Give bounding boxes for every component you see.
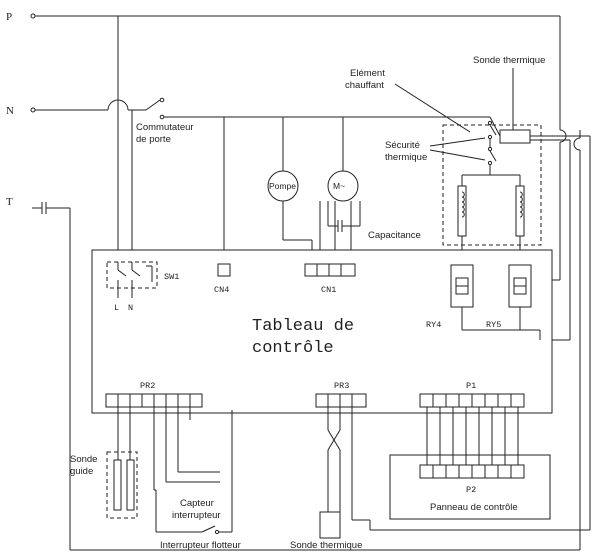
ry4-label: RY4 — [426, 320, 441, 330]
terminal-p-label: P — [6, 11, 12, 23]
flotteur-label: Interrupteur flotteur — [160, 540, 241, 551]
flotteur-wires — [153, 407, 233, 535]
capteur-wires — [165, 407, 220, 483]
thermal-probe-top — [489, 68, 591, 530]
l-label: L — [114, 303, 119, 313]
pr2-connector — [105, 393, 203, 408]
sonde-guide-label-line2: guide — [70, 466, 93, 477]
pr3-connector — [315, 393, 367, 408]
relay-ry5 — [508, 264, 541, 340]
sonde-bottom-block — [319, 407, 590, 539]
sw1-label: SW1 — [164, 272, 179, 282]
panneau-label: Panneau de contrôle — [430, 502, 518, 513]
pr3-label: PR3 — [334, 381, 349, 391]
sonde-top-label: Sonde thermique — [473, 55, 545, 66]
capteur-label-line1: Capteur — [180, 498, 214, 509]
p1-label: P1 — [466, 381, 476, 391]
commutateur-label-line1: Commutateur — [136, 122, 194, 133]
commutateur-label-line2: de porte — [136, 134, 171, 145]
cn4-label: CN4 — [214, 285, 229, 295]
terminal-n-label: N — [6, 105, 14, 117]
n-line — [30, 97, 490, 270]
sw1-block — [106, 261, 158, 298]
sonde-guide-block — [106, 407, 138, 519]
p1-connector — [419, 393, 525, 408]
p2-label: P2 — [466, 485, 476, 495]
securite-label-line1: Sécurité — [385, 140, 420, 151]
ry5-label: RY5 — [486, 320, 501, 330]
relay-ry4 — [450, 264, 540, 331]
capteur-label-line2: interrupteur — [172, 510, 221, 521]
cn4-connector — [217, 263, 231, 277]
ground-line — [32, 130, 581, 551]
element-label-line2: chauffant — [345, 80, 384, 91]
pump-motor-group — [267, 117, 361, 264]
securite-label-line2: thermique — [385, 152, 427, 163]
board-title-line1: Tableau de — [252, 317, 354, 336]
capacitance-label: Capacitance — [368, 230, 421, 241]
pr2-label: PR2 — [140, 381, 155, 391]
sonde-bottom-label: Sonde thermique — [290, 540, 362, 551]
p2-panel — [389, 407, 551, 520]
element-pointer — [394, 83, 471, 133]
element-label-line1: Elément — [350, 68, 385, 79]
board-title-line2: contrôle — [252, 339, 334, 358]
p-line — [30, 13, 567, 281]
motor-label: M~ — [333, 181, 345, 191]
control-board — [91, 249, 553, 414]
motor-symbol — [327, 170, 359, 202]
sonde-guide-label-line1: Sonde — [70, 454, 97, 465]
pump-label: Pompe — [269, 181, 296, 191]
cn1-connector — [304, 263, 356, 277]
n-in-label: N — [128, 303, 133, 313]
terminal-t-label: T — [6, 196, 13, 208]
cn1-label: CN1 — [321, 285, 336, 295]
